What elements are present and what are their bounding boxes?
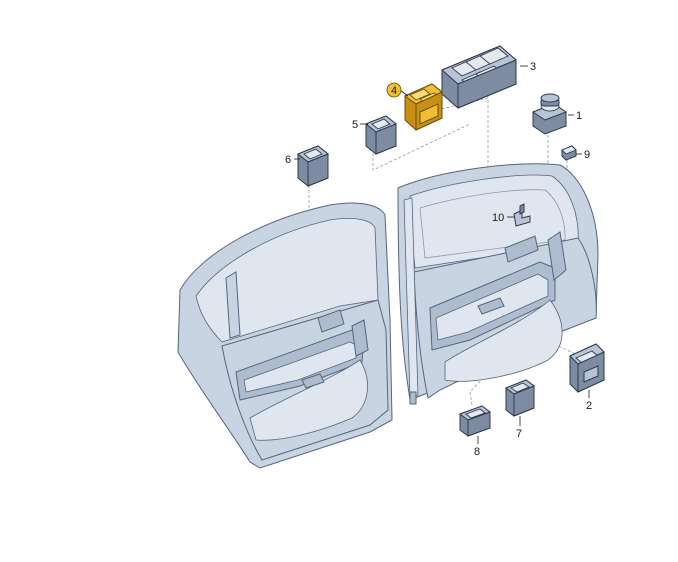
callout-2: 2 [586,400,592,412]
callout-1: 1 [576,110,582,122]
part-1-mirror-adjust-switch [531,93,568,135]
callout-10: 10 [492,212,504,224]
callout-4-highlighted: 4 [386,82,402,98]
rear-door [177,202,393,469]
part-2-switch-panel [569,343,605,393]
front-door [397,163,599,405]
part-9-clip [561,145,577,161]
part-8-switch-bezel [458,405,492,437]
part-6-window-switch [297,145,329,187]
part-10-bracket [513,203,531,227]
callout-3: 3 [530,61,536,73]
callout-5: 5 [352,119,358,131]
part-5-window-switch [365,115,397,155]
callout-4: 4 [391,85,397,97]
callout-6: 6 [285,154,291,166]
callout-8: 8 [474,446,480,458]
callout-labels: 3 4 5 6 1 9 10 2 7 8 [285,61,592,458]
callout-7: 7 [516,428,522,440]
callout-leaders [294,65,590,444]
part-7-window-switch [504,379,536,417]
callout-4-highlight-circle [386,82,402,98]
callout-9: 9 [584,149,590,161]
part-4-window-switch-highlighted [404,83,443,131]
part-3-master-window-switch [441,45,517,109]
